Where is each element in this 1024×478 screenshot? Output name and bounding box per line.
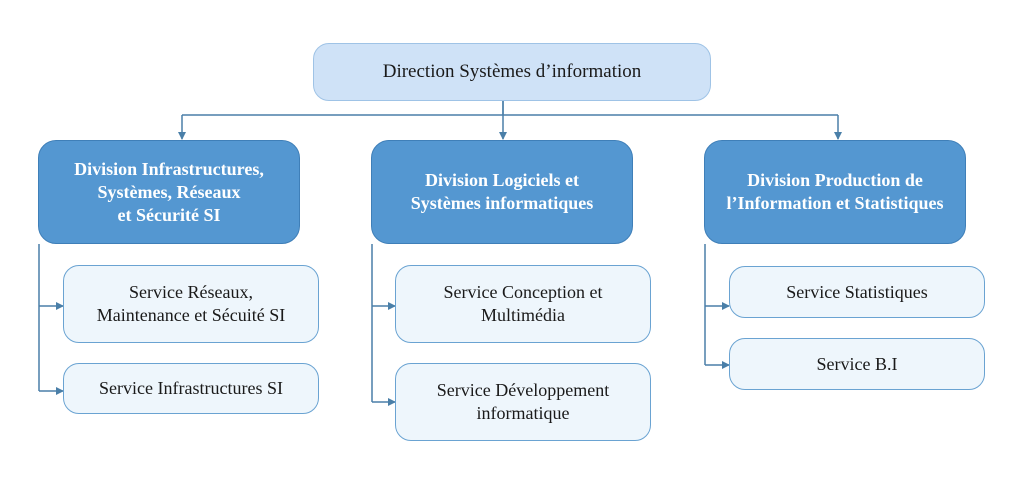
root-label: Direction Systèmes d’information (382, 61, 642, 82)
service-label-line: Multimédia (480, 305, 565, 325)
service-label-line: Service Statistiques (786, 281, 928, 302)
division-node-logiciels: Division Logiciels et Systèmes informati… (371, 140, 633, 244)
division-label-line: et Sécurité SI (117, 204, 221, 225)
service-node-infrastructures: Service Infrastructures SI (63, 363, 319, 414)
division-label-line: l’Information et Statistiques (726, 193, 944, 213)
division-label-line: Division Production de (747, 170, 923, 190)
service-node-bi: Service B.I (729, 338, 985, 390)
division-node-production: Division Production de l’Information et … (704, 140, 966, 244)
service-label-line: Service Conception et (443, 282, 603, 302)
service-label-line: informatique (476, 403, 570, 423)
service-label-line: Maintenance et Sécuité SI (96, 305, 286, 325)
service-label-line: Service Infrastructures SI (99, 378, 283, 398)
service-node-developpement: Service Développement informatique (395, 363, 651, 441)
service-node-reseaux: Service Réseaux, Maintenance et Sécuité … (63, 265, 319, 343)
root-node-direction: Direction Systèmes d’information (313, 43, 711, 101)
division-node-infrastructures: Division Infrastructures, Systèmes, Rése… (38, 140, 300, 244)
service-label-line: Service Développement (436, 380, 610, 400)
service-node-conception: Service Conception et Multimédia (395, 265, 651, 343)
service-node-statistiques: Service Statistiques (729, 266, 985, 318)
division-label-line: Division Infrastructures, (74, 158, 264, 179)
division-label-line: Division Logiciels et (425, 170, 579, 190)
service-label-line: Service B.I (816, 353, 898, 374)
division-label-line: Systèmes informatiques (410, 193, 594, 213)
service-label-line: Service Réseaux, (129, 282, 253, 302)
division-label-line: Systèmes, Réseaux (97, 181, 241, 202)
